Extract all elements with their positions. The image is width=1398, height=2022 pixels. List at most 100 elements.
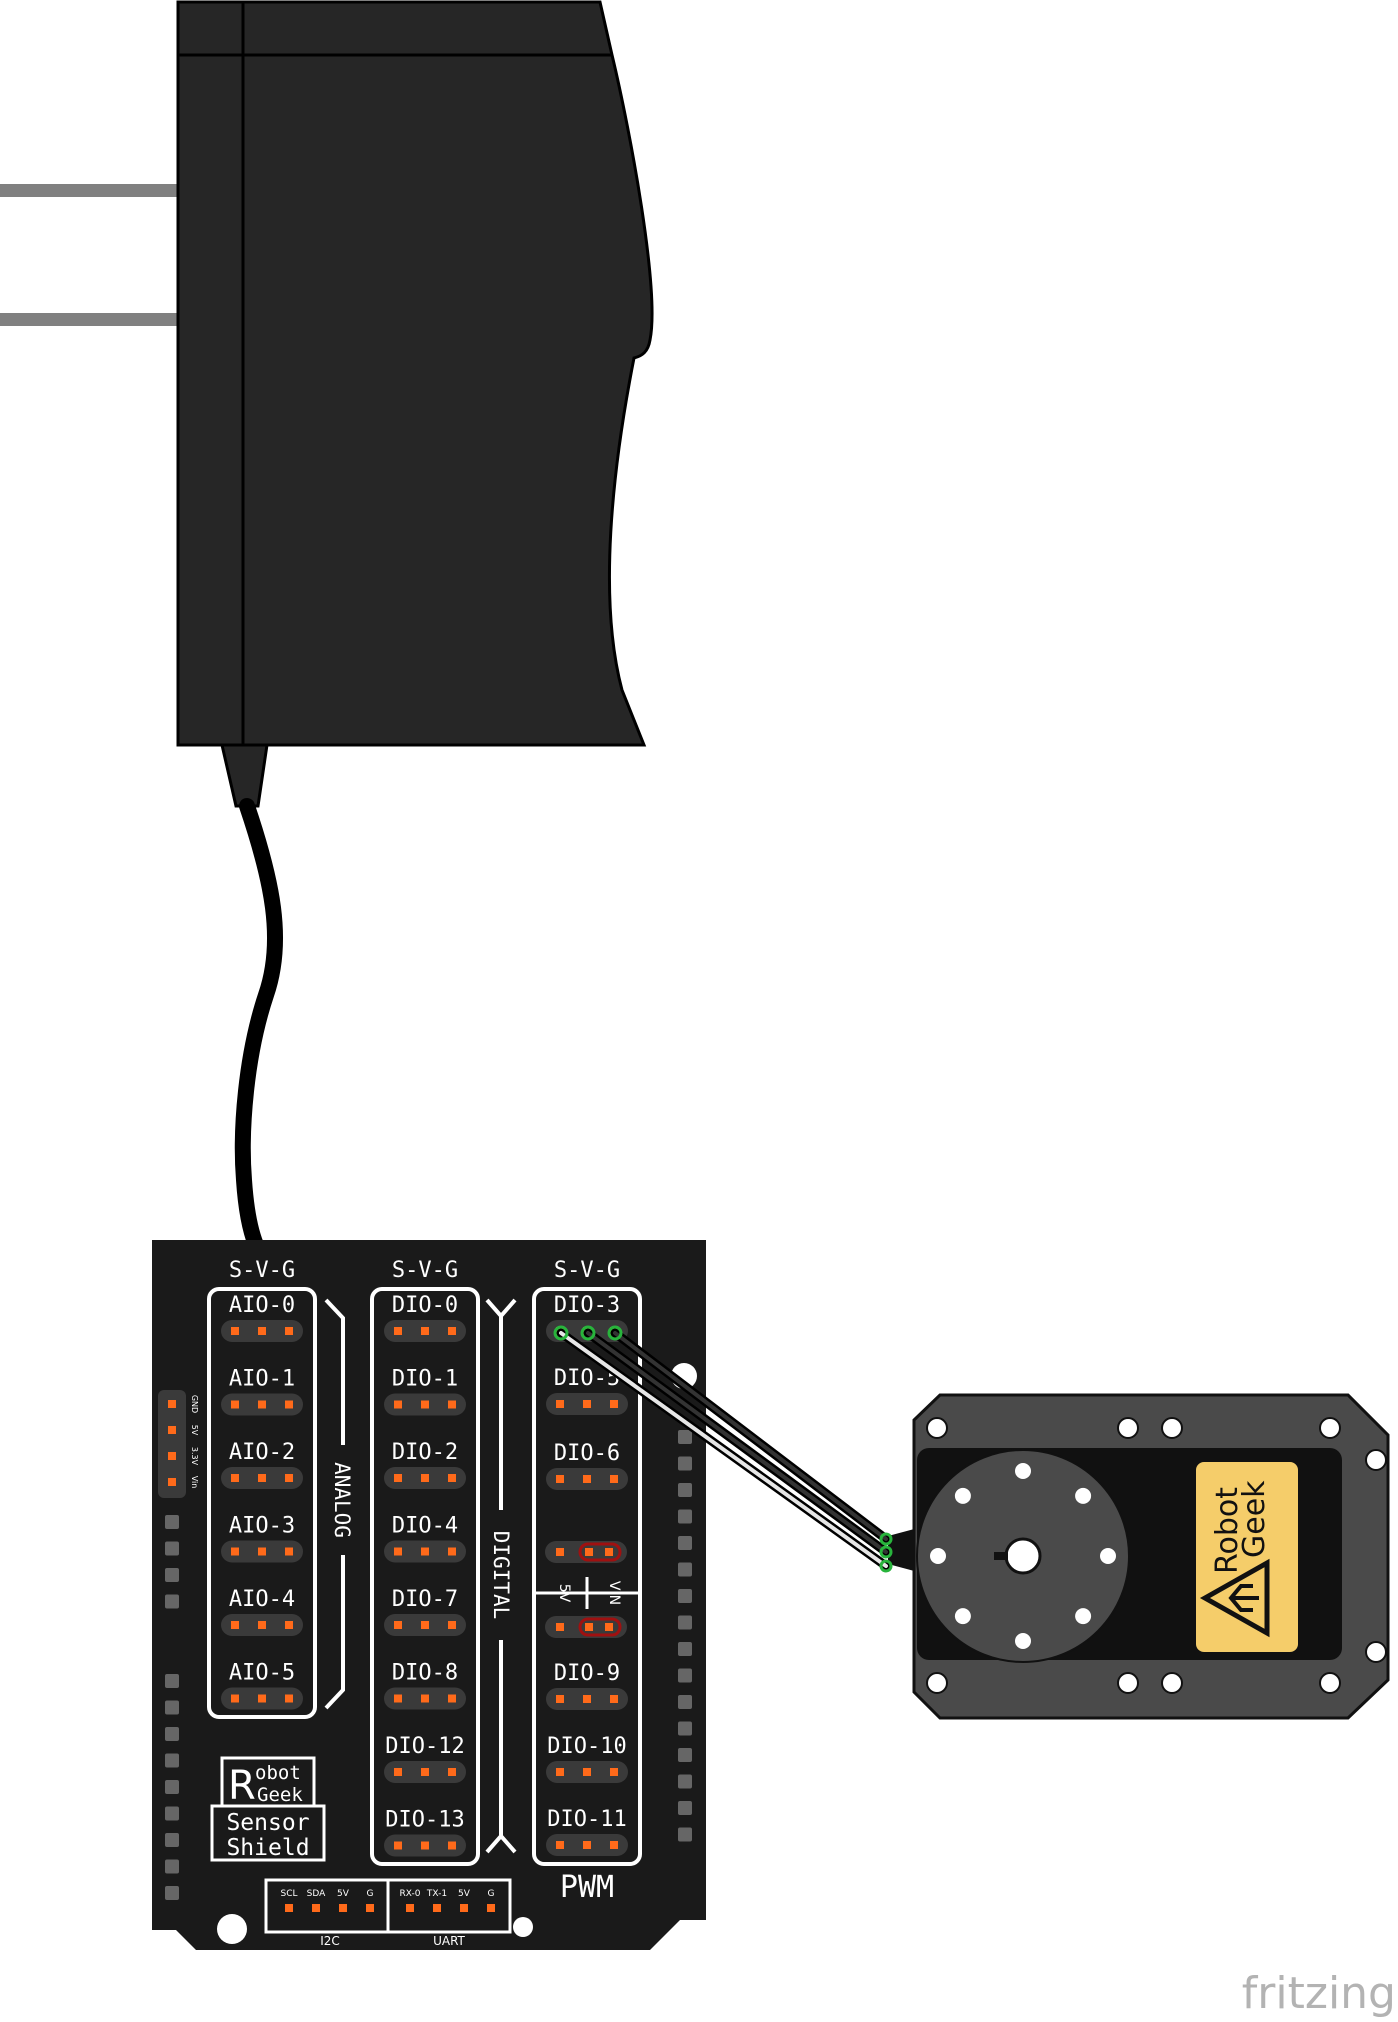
wire-end-connector: [879, 1532, 893, 1546]
sensor-shield-logo: R obot Geek Sensor Shield: [210, 1756, 326, 1862]
pin-contact: [231, 1621, 239, 1629]
pin-label: DIO-0: [392, 1293, 458, 1318]
pin-contact: [394, 1841, 402, 1850]
edge-pad: [678, 1562, 692, 1577]
horn-hole: [1100, 1548, 1116, 1564]
analog-pin-aio-1: AIO-1: [221, 1367, 303, 1416]
pin-label: DIO-11: [547, 1807, 626, 1832]
pin-contact: [285, 1327, 293, 1335]
robotgeek-warning-logo: [1199, 1558, 1270, 1638]
edge-pad: [678, 1774, 692, 1789]
pin-contact: [610, 1400, 618, 1408]
right-edge-header: [678, 1430, 692, 1842]
edge-pad: [165, 1753, 179, 1768]
power-pin-label: Vin: [190, 1476, 199, 1489]
pin-contact: [448, 1547, 456, 1556]
pin-contact: [421, 1474, 429, 1482]
i2c-pin-label: SDA: [307, 1889, 326, 1899]
edge-pad: [165, 1833, 179, 1847]
horn-hole: [1015, 1633, 1031, 1649]
pin-label: DIO-7: [392, 1587, 458, 1612]
adapter-cable: [234, 798, 284, 1253]
edge-pad: [678, 1695, 692, 1709]
horn-hole: [1075, 1487, 1092, 1504]
pin-contact: [258, 1547, 266, 1556]
pin-contact: [258, 1327, 266, 1335]
pwm-column-frame: [532, 1287, 642, 1866]
pin-contact: [556, 1841, 564, 1849]
digital-svg-label: S-V-G: [392, 1258, 458, 1283]
power-pin-label: 3.3V: [190, 1447, 199, 1466]
logo-r-letter: R: [228, 1763, 256, 1809]
servo-mount-hole: [1117, 1417, 1139, 1439]
uart-label: UART: [433, 1934, 465, 1948]
power-pin-label: GND: [190, 1395, 199, 1413]
i2c-pin-label: 5V: [337, 1889, 350, 1899]
analog-pin-aio-3: AIO-3: [221, 1514, 303, 1563]
wire-power-core: [586, 1331, 888, 1554]
pin-label: AIO-2: [229, 1440, 295, 1465]
i2c-pin: [366, 1904, 374, 1912]
logo-sensor-text: Sensor: [226, 1810, 309, 1836]
analog-pin-aio-4: AIO-4: [221, 1587, 303, 1636]
edge-pad: [678, 1536, 692, 1550]
digital-pin-dio-4: DIO-4: [384, 1514, 466, 1563]
pin-contact: [556, 1768, 564, 1776]
horn-hole: [1075, 1608, 1092, 1625]
pin-label: AIO-1: [229, 1367, 295, 1392]
pin-contact: [258, 1400, 266, 1409]
uart-pin-label: 5V: [458, 1889, 471, 1899]
edge-pad: [165, 1727, 179, 1741]
wire-end-connector: [879, 1545, 893, 1559]
digital-column-frame: [370, 1287, 480, 1866]
pin-contact: [394, 1694, 402, 1703]
logo-robot-text: obot: [255, 1762, 301, 1784]
uart-pin: [487, 1904, 495, 1912]
edge-pad: [165, 1541, 179, 1556]
board-hole: [217, 1914, 247, 1944]
brand-robot-text: Robot: [1210, 1487, 1245, 1574]
pin-contact: [556, 1475, 564, 1483]
pin-contact: [583, 1400, 591, 1408]
power-adapter: [0, 0, 654, 1253]
pin-label: DIO-1: [392, 1367, 458, 1392]
pin-contact: [394, 1621, 402, 1629]
edge-pad: [165, 1806, 179, 1821]
uart-pin: [460, 1904, 468, 1912]
servo-mount-hole: [1365, 1641, 1387, 1663]
pin-contact: [610, 1841, 618, 1849]
logo-shield-text: Shield: [226, 1835, 309, 1861]
pin-label: DIO-3: [554, 1293, 620, 1318]
analog-pin-aio-5: AIO-5: [221, 1661, 303, 1710]
pin-label: AIO-4: [229, 1587, 295, 1612]
horn-hole: [1015, 1463, 1031, 1479]
pin-contact: [285, 1694, 293, 1703]
pin-contact: [231, 1547, 239, 1556]
edge-pad: [165, 1568, 179, 1582]
edge-pad: [678, 1456, 692, 1471]
pin-contact: [448, 1621, 456, 1629]
pwm-svg-label: S-V-G: [554, 1258, 620, 1283]
pin-contact: [610, 1768, 618, 1776]
pin-label: DIO-2: [392, 1440, 458, 1465]
left-edge-header: [165, 1515, 179, 1900]
digital-pin-dio-12: DIO-12: [384, 1734, 466, 1783]
pwm-pin-dio-6: DIO-6: [546, 1441, 628, 1490]
pin-label: AIO-3: [229, 1514, 295, 1539]
servo-cable-exit: [888, 1528, 918, 1572]
adapter-prong-bottom: [0, 313, 180, 326]
digital-pin-dio-13: DIO-13: [384, 1808, 466, 1857]
pin-label: DIO-6: [554, 1441, 620, 1466]
analog-bracket: ANALOG: [324, 1298, 354, 1710]
digital-pin-dio-0: DIO-0: [384, 1293, 466, 1342]
edge-pad: [165, 1515, 179, 1529]
servo-cable: [553, 1325, 893, 1573]
power-select-jumper: 5V VIN: [534, 1541, 640, 1638]
jumper-upper: [578, 1542, 622, 1562]
pin-contact: [231, 1694, 239, 1703]
pin-contact: [421, 1400, 429, 1409]
jumper-5v-label: 5V: [556, 1584, 572, 1603]
